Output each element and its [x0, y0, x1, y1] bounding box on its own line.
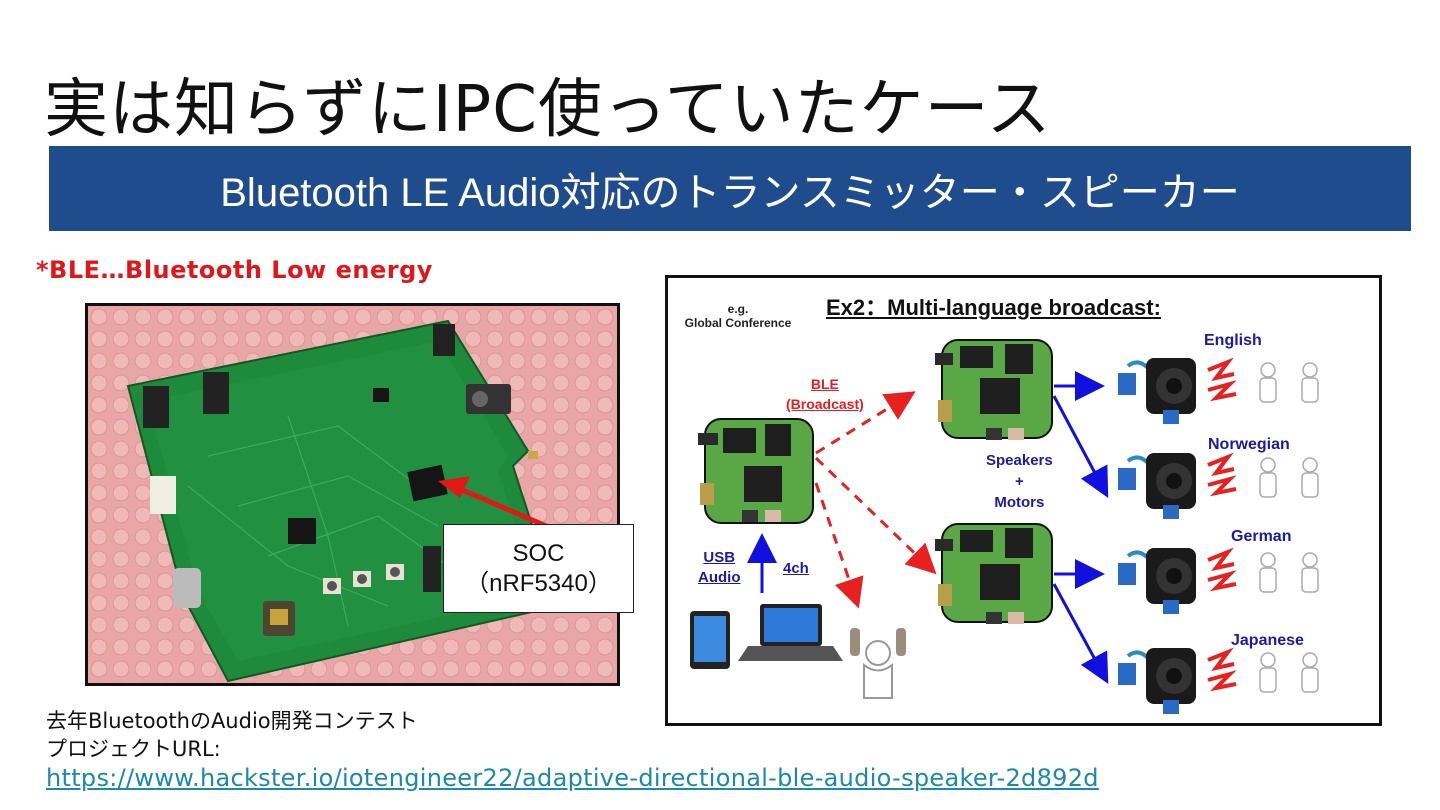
contest-line: 去年BluetoothのAudio開発コンテスト [46, 707, 418, 735]
subtitle-banner: Bluetooth LE Audio対応のトランスミッター・スピーカー [49, 146, 1411, 231]
project-url-link[interactable]: https://www.hackster.io/iotengineer22/ad… [46, 764, 1099, 792]
lang-norwegian: Norwegian [1208, 436, 1290, 454]
usb-text: USB [698, 548, 741, 568]
plus-text: + [986, 471, 1053, 492]
pcb-photo [85, 303, 620, 686]
ble-footnote: *BLE…Bluetooth Low energy [36, 256, 433, 284]
project-description: 去年BluetoothのAudio開発コンテスト プロジェクトURL: [46, 707, 418, 763]
usb-audio-label: USB Audio [698, 548, 741, 588]
lang-german: German [1231, 528, 1291, 546]
channels-label: 4ch [783, 560, 809, 577]
speakers-motors-label: Speakers + Motors [986, 450, 1053, 513]
audio-text: Audio [698, 568, 741, 588]
lang-english: English [1204, 332, 1262, 350]
broadcast-diagram: e.g. Global Conference Ex2：Multi-languag… [665, 275, 1382, 726]
banner-text: Bluetooth LE Audio対応のトランスミッター・スピーカー [220, 160, 1239, 218]
soc-label: SOC [512, 539, 564, 569]
speakers-text: Speakers [986, 450, 1053, 471]
ble-label: BLE (Broadcast) [786, 374, 864, 414]
motors-text: Motors [986, 492, 1053, 513]
pcb-illustration [88, 306, 620, 686]
ble-text: BLE [786, 374, 864, 394]
soc-callout: SOC （nRF5340） [443, 524, 634, 613]
lang-japanese: Japanese [1231, 632, 1304, 650]
soc-model: （nRF5340） [465, 569, 612, 599]
slide-title: 実は知らずにIPC使っていたケース [44, 58, 1051, 150]
url-label: プロジェクトURL: [46, 735, 418, 763]
broadcast-text: (Broadcast) [786, 394, 864, 414]
